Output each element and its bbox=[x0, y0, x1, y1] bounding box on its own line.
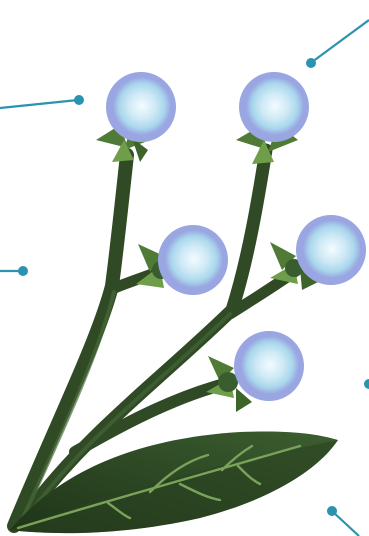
flower-head-5 bbox=[234, 331, 304, 401]
leader-dot-4 bbox=[364, 379, 369, 389]
leader-line-1 bbox=[0, 95, 84, 108]
flower-head-3 bbox=[158, 225, 228, 295]
leader-dot-5 bbox=[327, 506, 337, 516]
leader-line-3 bbox=[0, 266, 28, 276]
flower-head-1 bbox=[106, 72, 176, 142]
leader-dot-1 bbox=[74, 95, 84, 105]
leader-dot-3 bbox=[18, 266, 28, 276]
flower-head-2 bbox=[239, 72, 309, 142]
flower-head-4 bbox=[296, 215, 366, 285]
leader-line-5 bbox=[327, 506, 359, 536]
leader-line-4 bbox=[364, 379, 369, 389]
leader-line-2 bbox=[306, 20, 369, 68]
flower-heads bbox=[106, 72, 366, 401]
leader-dot-2 bbox=[306, 58, 316, 68]
